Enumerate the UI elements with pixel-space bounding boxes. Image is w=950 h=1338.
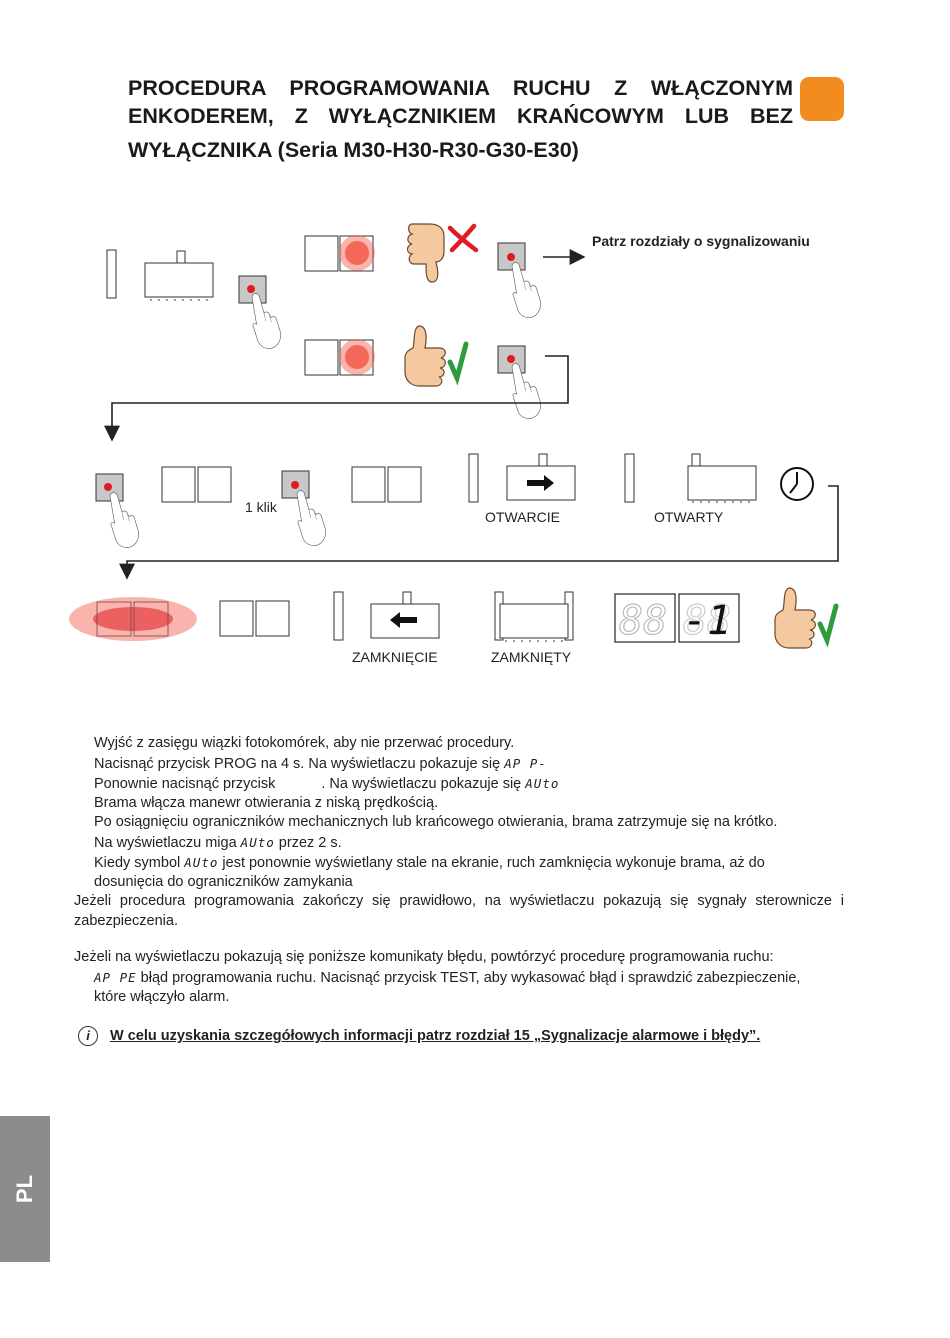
prog-button-press-ok	[497, 345, 544, 422]
display-code: AUto	[525, 776, 560, 791]
check-icon	[447, 341, 469, 386]
page-title: PROCEDURA PROGRAMOWANIA RUCHU Z WŁĄCZONY…	[128, 74, 793, 164]
see-signaling-label: Patrz rozdziały o sygnalizowaniu	[592, 233, 810, 249]
info-icon: i	[78, 1026, 98, 1046]
gate-open-icon	[687, 465, 757, 501]
flow-connector-1	[104, 355, 569, 442]
error-item-cont: które włączyło alarm.	[94, 989, 230, 1005]
led-blink-closing	[69, 597, 197, 641]
gate-closed-final-icon	[499, 603, 569, 639]
step-2: Nacisnąć przycisk PROG na 4 s. Na wyświe…	[94, 756, 547, 772]
display-left-digits: 88	[619, 598, 667, 644]
display-blank-lower	[304, 339, 339, 376]
photocell-post-closing	[333, 591, 344, 641]
prog-button-press-error	[497, 242, 544, 321]
display-right-digits: -1	[683, 598, 731, 644]
step-1: Wyjść z zasięgu wiązki fotokomórek, aby …	[94, 735, 515, 751]
language-tab: PL	[0, 1116, 50, 1262]
seven-segment-display-left: 88	[614, 593, 676, 645]
closing-label: ZAMKNIĘCIE	[352, 649, 438, 665]
display-blank-row2b	[351, 466, 386, 503]
opening-label: OTWARCIE	[485, 509, 560, 525]
thumb-up-icon	[404, 325, 446, 387]
error-item: AP PE błąd programowania ruchu. Nacisnąć…	[94, 970, 801, 986]
error-intro: Jeżeli na wyświetlaczu pokazują się poni…	[74, 949, 774, 965]
gate-closed-icon	[144, 262, 214, 298]
display-code: AUto	[240, 835, 275, 850]
display-blank-row2	[161, 466, 196, 503]
info-note: i W celu uzyskania szczegółowych informac…	[78, 1026, 760, 1046]
step-4: Brama włącza manewr otwierania z niską p…	[94, 795, 439, 811]
step-7-cont: dosunięcia do ograniczników zamykania	[94, 874, 353, 890]
svg-text:88: 88	[683, 598, 731, 644]
info-note-text: W celu uzyskania szczegółowych informacj…	[110, 1027, 761, 1044]
prog-button-press-1	[238, 275, 284, 352]
error-code: AP PE	[94, 970, 137, 985]
title-line-1: PROCEDURA PROGRAMOWANIA RUCHU Z WŁĄCZONY…	[128, 76, 793, 100]
flow-connector-2	[119, 485, 839, 580]
arrow-right-gate-icon	[527, 475, 554, 491]
step-7: Kiedy symbol AUto jest ponownie wyświetl…	[94, 855, 765, 871]
photocell-post-open	[624, 453, 635, 503]
closed-label: ZAMKNIĘTY	[491, 649, 572, 665]
prog-button-press-3	[281, 470, 329, 549]
open-label: OTWARTY	[654, 509, 724, 525]
title-line-2: ENKODEREM, Z WYŁĄCZNIKIEM KRAŃCOWYM LUB …	[128, 104, 793, 128]
check-final-icon	[817, 603, 839, 648]
prog-button-press-2	[95, 473, 142, 551]
one-click-label: 1 klik	[245, 499, 278, 515]
arrow-left-gate-icon	[390, 612, 417, 628]
thumb-down-icon	[406, 223, 445, 283]
step-5: Po osiągnięciu ograniczników mechaniczny…	[94, 814, 778, 830]
display-code: AP P-	[504, 756, 547, 771]
programming-diagram: Patrz rozdziały o sygnalizowaniu 1 klik …	[69, 223, 839, 665]
section-tab-marker	[800, 77, 844, 121]
thumb-up-final-icon	[774, 587, 816, 649]
seven-segment-display-right: 88 -1	[678, 593, 740, 645]
language-label: PL	[12, 1174, 37, 1204]
photocell-post	[106, 249, 117, 299]
display-blank-upper	[304, 235, 339, 272]
display-code: AUto	[184, 855, 219, 870]
cross-icon	[447, 223, 479, 253]
step-3: Ponownie nacisnąć przycisk . Na wyświetl…	[94, 776, 560, 792]
photocell-post-opening	[468, 453, 479, 503]
title-line-3: WYŁĄCZNIKA (Seria M30-H30-R30-G30-E30)	[128, 138, 579, 162]
clock-icon	[780, 467, 814, 501]
display-blank-row3	[219, 600, 254, 637]
step-6: Na wyświetlaczu miga AUto przez 2 s.	[94, 835, 342, 851]
result-paragraph: Jeżeli procedura programowania zakończy …	[74, 893, 844, 929]
